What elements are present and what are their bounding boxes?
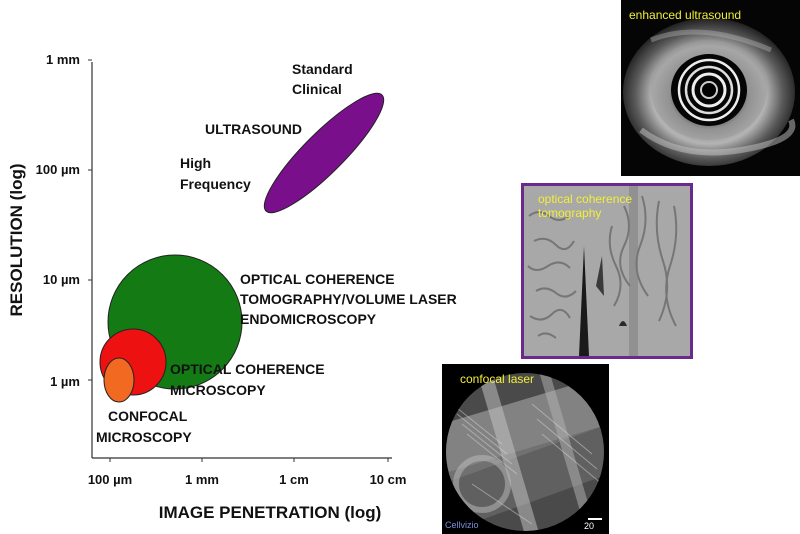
y-tick-label: 1 µm [50,374,80,389]
ultrasound-label-high: High [180,155,211,171]
scale-bar [588,518,602,520]
confocal-label-line-2: MICROSCOPY [96,429,192,445]
x-tick-label: 1 cm [279,472,309,487]
oct-image [524,186,690,356]
oct-image-label-line-2: tomography [538,206,602,220]
confocal-label-line-1: CONFOCAL [108,408,188,424]
confocal-region [103,357,135,403]
oct-label-line-1: OPTICAL COHERENCE [240,271,395,287]
x-tick-label: 10 cm [370,472,407,487]
confocal-image [442,364,609,534]
confocal-image-label: confocal laser [460,372,535,386]
ultrasound-image-panel: enhanced ultrasound [621,0,800,176]
ocm-label-line-1: OPTICAL COHERENCE [170,361,325,377]
x-tick-label: 100 µm [88,472,132,487]
x-tick-label: 1 mm [185,472,219,487]
oct-image-label-line-1: optical coherence [538,192,633,206]
ultrasound-label-frequency: Frequency [180,176,251,192]
ultrasound-region [263,92,385,214]
oct-label-line-2: TOMOGRAPHY/VOLUME LASER [240,291,457,307]
x-axis-title: IMAGE PENETRATION (log) [159,503,382,522]
y-axis-title: RESOLUTION (log) [7,164,26,317]
scale-bar-label: 20 µm [584,521,597,534]
ultrasound-label: ULTRASOUND [205,121,302,137]
ultrasound-label-clinical: Clinical [292,81,342,97]
ocm-label-line-2: MICROSCOPY [170,382,266,398]
y-tick-label: 1 mm [46,52,80,67]
ultrasound-image-label: enhanced ultrasound [629,8,742,22]
confocal-image-panel: confocal laser Cellvizio 20 µm [442,364,609,534]
ultrasound-label-standard: Standard [292,61,353,77]
oct-image-panel: optical coherence tomography [521,183,693,359]
y-tick-label: 100 µm [36,162,80,177]
y-tick-label: 10 µm [43,272,80,287]
oct-label-line-3: ENDOMICROSCOPY [240,311,377,327]
cellvizio-logo: Cellvizio [445,520,479,530]
ultrasound-image [621,0,800,176]
